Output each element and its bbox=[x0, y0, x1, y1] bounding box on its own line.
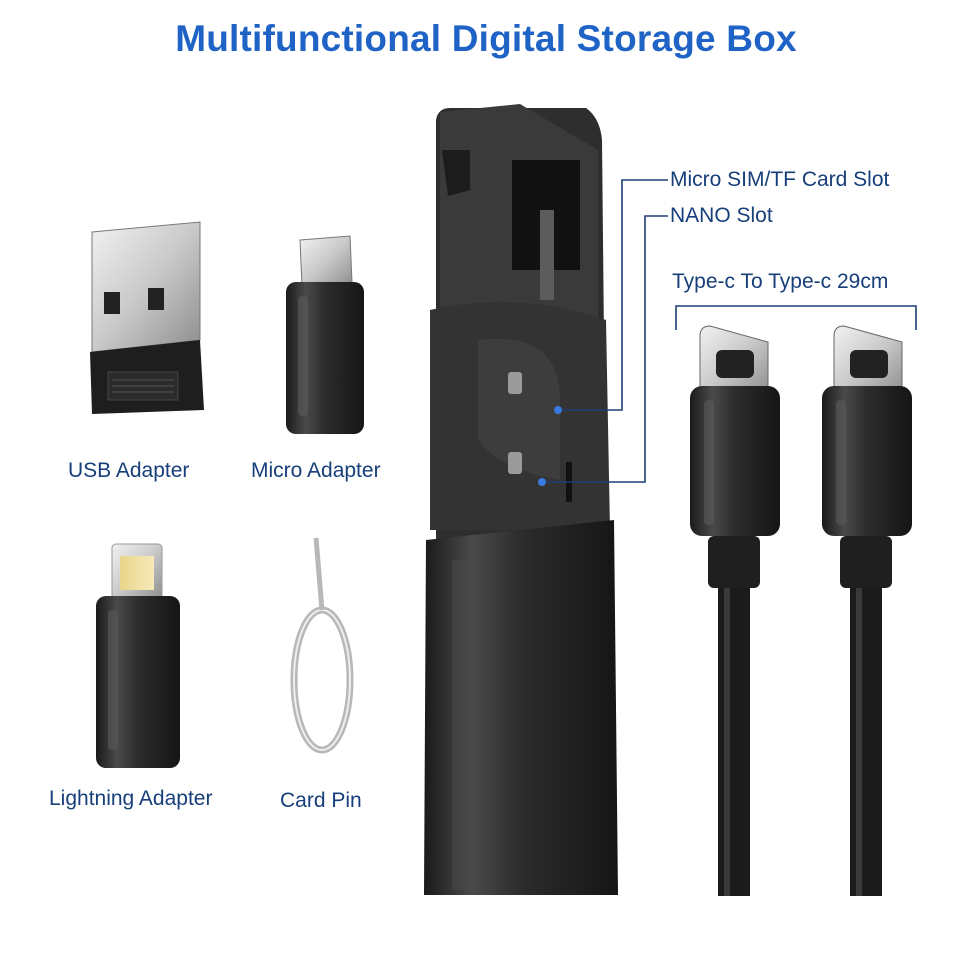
cable-length-label: Type-c To Type-c 29cm bbox=[672, 270, 889, 293]
usb-adapter-icon bbox=[90, 221, 204, 414]
usb-adapter-label: USB Adapter bbox=[68, 459, 190, 482]
micro-adapter-label: Micro Adapter bbox=[251, 459, 381, 482]
callout-nano-line bbox=[538, 215, 668, 486]
lightning-adapter-icon bbox=[96, 543, 180, 768]
page-title: Multifunctional Digital Storage Box bbox=[175, 18, 797, 59]
type-c-cable-1-icon bbox=[690, 325, 780, 896]
micro-adapter-icon bbox=[286, 235, 364, 434]
nano-slot-label: NANO Slot bbox=[670, 204, 773, 227]
lightning-adapter-label: Lightning Adapter bbox=[49, 787, 213, 810]
card-pin-icon bbox=[290, 537, 354, 754]
card-pin-label: Card Pin bbox=[280, 789, 362, 812]
cable-length-bracket bbox=[675, 305, 917, 330]
callout-micro-sim-line bbox=[554, 179, 668, 414]
type-c-cable-2-icon bbox=[822, 325, 912, 896]
micro-sim-slot-label: Micro SIM/TF Card Slot bbox=[670, 168, 890, 191]
storage-box-icon bbox=[424, 104, 618, 895]
